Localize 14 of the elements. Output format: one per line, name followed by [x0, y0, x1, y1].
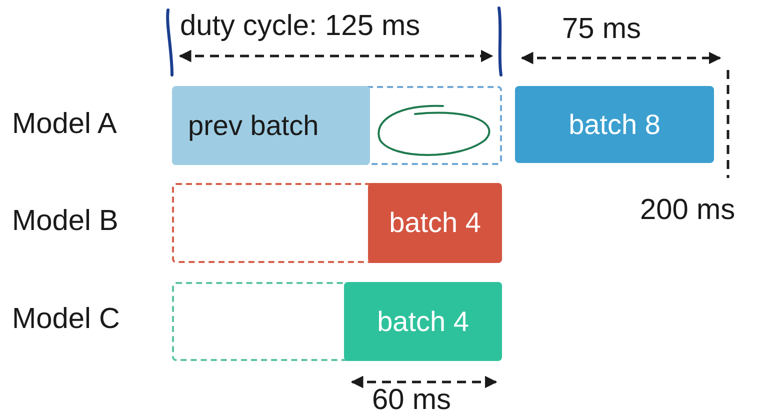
batch-block: batch 4 [368, 183, 502, 263]
dimension-label: duty cycle: 125 ms [180, 12, 420, 41]
row-label: Model B [12, 207, 118, 236]
dimension-label: 60 ms [372, 386, 451, 415]
row-label: Model A [12, 110, 117, 139]
timeline-slot [172, 86, 502, 165]
dimension-label: 75 ms [562, 15, 641, 44]
timeline-slot [172, 183, 502, 263]
timeline-slot [172, 282, 502, 361]
row-label: Model C [12, 305, 120, 334]
batch-block: prev batch [172, 86, 370, 165]
dimension-label: 200 ms [640, 196, 736, 225]
batch-block: batch 4 [344, 282, 502, 361]
batch-block: batch 8 [515, 86, 714, 163]
